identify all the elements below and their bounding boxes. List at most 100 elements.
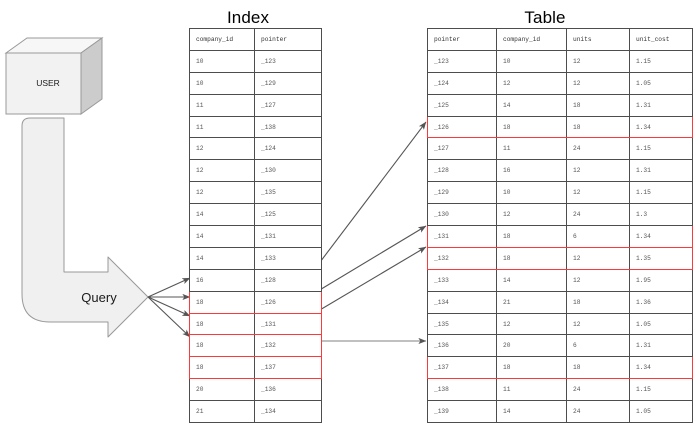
table-cell-pointer: _125 [427, 93, 497, 117]
index-cell-pointer: _133 [254, 246, 322, 270]
index-row[interactable]: 12_124 [189, 137, 322, 161]
table-cell-unit_cost: 1.31 [629, 334, 693, 358]
table-cell-unit_cost: 1.15 [629, 378, 693, 402]
index-row-highlighted[interactable]: 18_132 [189, 334, 322, 358]
table-column-header: units [566, 28, 630, 51]
table-cell-unit_cost: 1.31 [629, 93, 693, 117]
table-cell-company_id: 14 [496, 93, 567, 117]
table-column-header: company_id [496, 28, 567, 51]
index-title: Index [226, 8, 270, 27]
table-cell-company_id: 18 [496, 356, 567, 380]
index-row-highlighted[interactable]: 18_137 [189, 356, 322, 380]
index-row[interactable]: 14_133 [189, 246, 322, 270]
index-row[interactable]: 11_127 [189, 93, 322, 117]
table-cell-pointer: _139 [427, 400, 497, 424]
table-cell-company_id: 20 [496, 334, 567, 358]
index-cell-pointer: _138 [254, 115, 322, 139]
index-cell-company_id: 14 [189, 246, 255, 270]
index-cell-company_id: 14 [189, 203, 255, 227]
index-row[interactable]: 10_129 [189, 71, 322, 95]
index-cell-company_id: 14 [189, 225, 255, 248]
table-cell-unit_cost: 1.05 [629, 312, 693, 336]
query-arrow-shape [21, 117, 149, 338]
index-cell-company_id: 18 [189, 290, 255, 314]
index-row[interactable]: 12_130 [189, 159, 322, 183]
table-cell-pointer: _132 [427, 246, 497, 270]
table-cell-company_id: 12 [496, 312, 567, 336]
index-cell-company_id: 11 [189, 93, 255, 117]
table-cell-units: 18 [566, 93, 630, 117]
table-cell-company_id: 18 [496, 246, 567, 270]
table-cell-unit_cost: 1.15 [629, 137, 693, 161]
table-cell-unit_cost: 1.31 [629, 159, 693, 183]
index-row[interactable]: 21_134 [189, 400, 322, 424]
table-cell-units: 6 [566, 334, 630, 358]
index-cell-company_id: 10 [189, 71, 255, 95]
index-to-table-arrow-132 [307, 246, 427, 318]
index-row-highlighted[interactable]: 18_131 [189, 312, 322, 336]
table-cell-pointer: _138 [427, 378, 497, 402]
index-cell-pointer: _131 [254, 312, 322, 336]
index-cell-company_id: 18 [189, 312, 255, 336]
table-cell-units: 12 [566, 181, 630, 205]
index-row-highlighted[interactable]: 18_126 [189, 290, 322, 314]
index-cell-company_id: 21 [189, 400, 255, 424]
index-column-header: company_id [189, 28, 255, 51]
table-cell-company_id: 18 [496, 115, 567, 139]
table-cell-pointer: _129 [427, 181, 497, 205]
index-cell-company_id: 12 [189, 159, 255, 183]
index-row[interactable]: 20_136 [189, 378, 322, 402]
index-cell-company_id: 18 [189, 334, 255, 358]
index-row[interactable]: 16_128 [189, 268, 322, 292]
index-cell-pointer: _129 [254, 71, 322, 95]
index-cell-pointer: _136 [254, 378, 322, 402]
index-row[interactable]: 12_135 [189, 181, 322, 205]
table-cell-units: 24 [566, 137, 630, 161]
table-cell-units: 18 [566, 115, 630, 139]
table-cell-unit_cost: 1.34 [629, 225, 693, 248]
index-cell-company_id: 20 [189, 378, 255, 402]
table-cell-pointer: _134 [427, 290, 497, 314]
table-cell-pointer: _135 [427, 312, 497, 336]
index-cell-pointer: _125 [254, 203, 322, 227]
table-cell-company_id: 14 [496, 400, 567, 424]
index-cell-company_id: 11 [189, 115, 255, 139]
index-row[interactable]: 11_138 [189, 115, 322, 139]
index-row[interactable]: 14_125 [189, 203, 322, 227]
table-cell-unit_cost: 1.05 [629, 400, 693, 424]
index-row[interactable]: 14_131 [189, 225, 322, 248]
table-cell-units: 12 [566, 49, 630, 73]
table-cell-units: 24 [566, 203, 630, 227]
table-cell-pointer: _137 [427, 356, 497, 380]
table-column-header: unit_cost [629, 28, 693, 51]
index-cell-company_id: 10 [189, 49, 255, 73]
table-cell-company_id: 11 [496, 137, 567, 161]
index-cell-pointer: _128 [254, 268, 322, 292]
index-cell-company_id: 12 [189, 137, 255, 161]
table-cell-units: 12 [566, 159, 630, 183]
index-row[interactable]: 10_123 [189, 49, 322, 73]
table-cell-units: 12 [566, 312, 630, 336]
query-to-index-arrow-132 [147, 296, 191, 317]
index-cell-company_id: 16 [189, 268, 255, 292]
table-title: Table [524, 8, 566, 27]
